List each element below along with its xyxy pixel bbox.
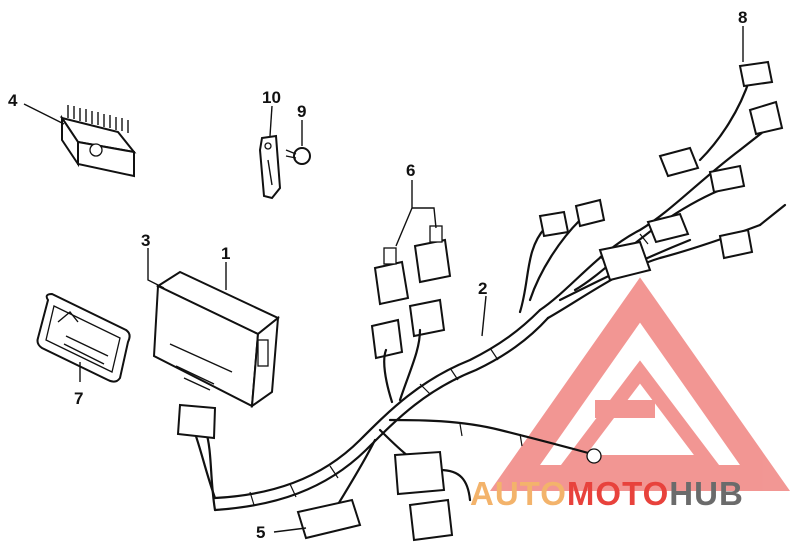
part-9-bolt [285, 147, 311, 165]
callout-4: 4 [8, 91, 18, 110]
part-6-relays [370, 225, 452, 360]
callout-3: 3 [141, 231, 150, 250]
callout-7: 7 [74, 389, 83, 408]
callout-8: 8 [738, 8, 747, 27]
callout-1: 1 [221, 244, 230, 263]
part-1-control-unit [152, 270, 280, 409]
part-10-bracket [258, 134, 282, 200]
callout-9: 9 [297, 102, 306, 121]
callout-10: 10 [262, 88, 281, 107]
callout-5: 5 [256, 523, 265, 542]
part-7-decal [36, 292, 131, 383]
watermark-moto: MOTO [567, 475, 669, 512]
watermark-text: AUTOMOTOHUB [470, 475, 744, 512]
callout-6: 6 [406, 161, 415, 180]
watermark-logo [489, 277, 791, 491]
part-4-regulator [59, 105, 137, 178]
watermark-auto: AUTO [470, 475, 567, 512]
watermark-hub: HUB [669, 475, 744, 512]
callout-2: 2 [478, 279, 487, 298]
leader-lines [23, 26, 744, 533]
part-2-wiring-harness [176, 60, 787, 542]
